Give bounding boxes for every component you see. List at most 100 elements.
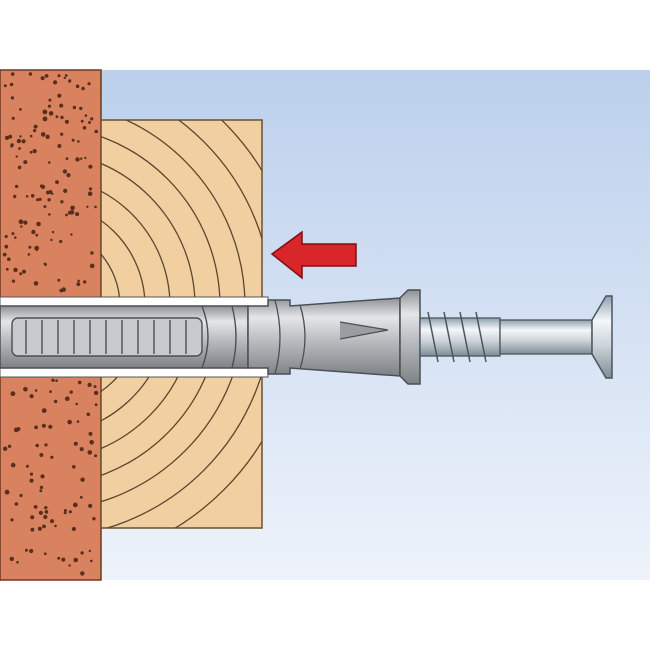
brick-texture-dot (77, 279, 80, 283)
brick-texture-dot (42, 116, 48, 122)
brick-texture-dot (33, 124, 38, 129)
brick-texture-dot (14, 236, 17, 239)
brick-texture-dot (63, 188, 68, 193)
brick-texture-dot (55, 180, 59, 185)
brick-texture-dot (43, 514, 48, 520)
brick-texture-dot (86, 205, 89, 208)
brick-texture-dot (20, 225, 23, 228)
brick-texture-dot (64, 74, 68, 77)
brick-texture-dot (76, 420, 80, 423)
brick-texture-dot (68, 510, 72, 514)
brick-texture-dot (55, 379, 58, 383)
brick-texture-dot (51, 378, 55, 382)
brick-texture-dot (53, 399, 58, 404)
brick-texture-dot (42, 524, 46, 529)
brick-texture-dot (82, 126, 87, 130)
brick-texture-dot (89, 440, 94, 445)
brick-texture-dot (16, 138, 22, 144)
brick-texture-dot (94, 403, 98, 407)
brick-texture-dot (13, 427, 19, 433)
brick-texture-dot (87, 191, 93, 197)
brick-texture-dot (19, 135, 22, 138)
brick-texture-dot (19, 493, 23, 498)
brick-texture-dot (45, 190, 50, 195)
brick-texture-dot (63, 509, 67, 512)
brick-texture-dot (2, 252, 7, 257)
brick-texture-dot (72, 502, 78, 508)
brick-texture-dot (27, 253, 31, 256)
brick-texture-dot (39, 485, 44, 490)
brick-texture-dot (51, 230, 55, 234)
brick-texture-dot (50, 519, 54, 524)
brick-texture-dot (34, 425, 38, 430)
brick-texture-dot (10, 144, 14, 148)
brick-texture-dot (80, 157, 83, 160)
brick-texture-dot (45, 134, 50, 139)
brick-texture-dot (40, 76, 45, 81)
brick-texture-dot (19, 272, 23, 276)
brick-texture-dot (41, 408, 47, 413)
brick-texture-dot (48, 98, 52, 102)
brick-texture-dot (24, 548, 28, 552)
brick-texture-dot (71, 138, 75, 142)
brick-texture-dot (55, 115, 59, 119)
brick-texture-dot (41, 423, 47, 428)
brick-texture-dot (92, 517, 96, 521)
brick-texture-dot (34, 245, 40, 251)
brick-texture-dot (65, 396, 70, 402)
brick-texture-dot (5, 267, 9, 271)
brick-texture-dot (48, 111, 54, 116)
brick-texture-dot (94, 129, 98, 134)
brick-texture-dot (2, 446, 8, 451)
brick-texture-dot (49, 390, 52, 393)
brick-texture-dot (63, 511, 67, 515)
brick-texture-dot (4, 234, 8, 239)
brick-texture-dot (57, 74, 61, 78)
brick-texture-dot (81, 86, 85, 91)
brick-texture-dot (77, 380, 82, 385)
brick-texture-dot (9, 556, 14, 562)
brick-texture-dot (79, 447, 84, 452)
brick-texture-dot (14, 502, 19, 506)
brick-texture-dot (10, 96, 15, 100)
brick-texture-dot (87, 450, 93, 455)
brick-texture-dot (43, 552, 47, 556)
brick-texture-dot (7, 257, 11, 262)
brick-texture-dot (44, 74, 49, 78)
brick-texture-dot (11, 232, 15, 236)
brick-texture-dot (30, 515, 35, 520)
brick-texture-dot (40, 474, 45, 479)
brick-texture-dot (29, 548, 34, 554)
brick-texture-dot (30, 194, 35, 198)
insert-direction-arrow (270, 230, 357, 280)
brick-texture-dot (50, 455, 54, 459)
brick-texture-dot (38, 510, 44, 515)
brick-texture-dot (93, 385, 97, 389)
brick-texture-dot (88, 164, 93, 169)
brick-texture-dot (48, 424, 53, 429)
brick-texture-dot (63, 76, 67, 80)
brick-texture-dot (4, 489, 10, 495)
brick-texture-dot (35, 443, 39, 448)
brick-texture-dot (61, 287, 66, 292)
brick-texture-dot (36, 221, 41, 227)
brick-texture-dot (4, 135, 10, 140)
brick-texture-dot (71, 526, 76, 532)
brick-texture-dot (31, 229, 36, 235)
brick-texture-dot (34, 389, 38, 392)
brick-texture-dot (11, 116, 15, 120)
brick-texture-dot (22, 269, 26, 274)
brick-texture-dot (29, 150, 33, 154)
brick-texture-dot (88, 121, 91, 124)
brick-texture-dot (4, 244, 9, 249)
brick-texture-dot (3, 84, 7, 88)
brick-texture-dot (88, 187, 93, 191)
brick-texture-dot (11, 279, 16, 283)
brick-texture-dot (40, 132, 46, 137)
brick-texture-dot (33, 129, 37, 133)
brick-texture-dot (80, 119, 84, 123)
brick-texture-dot (10, 391, 16, 397)
brick-texture-dot (43, 205, 47, 209)
brick-texture-dot (7, 444, 12, 448)
brick-texture-dot (8, 134, 13, 139)
